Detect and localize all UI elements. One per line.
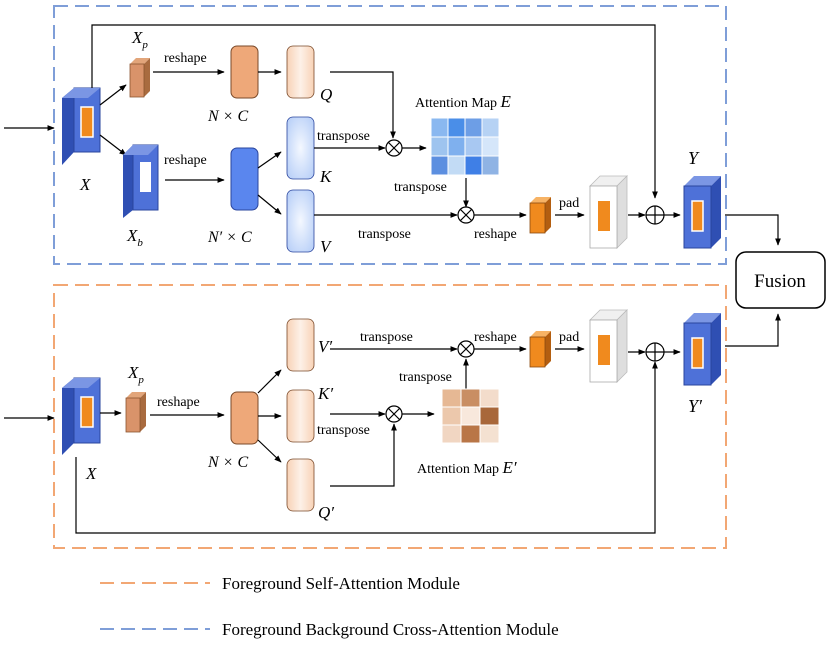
attention-cell xyxy=(441,388,462,408)
cross-attention-module-frame xyxy=(53,5,727,265)
top-matmul-1 xyxy=(385,139,403,157)
attention-cell xyxy=(447,155,466,176)
top-xb-label: Xb xyxy=(126,226,143,249)
bottom-x-label: X xyxy=(85,464,97,483)
bottom-transpose-k-label: transpose xyxy=(317,423,370,438)
attention-cell xyxy=(441,424,462,444)
top-v-block xyxy=(286,189,315,253)
attention-cell xyxy=(481,155,500,176)
top-k-block xyxy=(286,116,315,180)
bottom-matmul-2 xyxy=(385,405,403,423)
bottom-v-label: V′ xyxy=(318,337,332,356)
bottom-input-block-x xyxy=(62,377,101,455)
bottom-q-label: Q′ xyxy=(318,503,334,522)
top-matmul-2 xyxy=(457,206,475,224)
top-nc-label: N × C xyxy=(207,108,248,125)
top-reshape-label-3: reshape xyxy=(474,227,517,242)
bottom-q-block xyxy=(286,458,315,512)
bottom-add xyxy=(645,342,665,362)
attention-cell xyxy=(430,155,449,176)
legend: Foreground Self-Attention Module Foregro… xyxy=(100,574,559,639)
bottom-attention-grid xyxy=(441,388,500,444)
top-small-orange-block xyxy=(529,197,551,234)
top-attention-grid xyxy=(430,117,500,176)
bottom-k-block xyxy=(286,389,315,443)
bottom-y-label: Y′ xyxy=(688,396,703,416)
top-v-label: V xyxy=(320,237,333,256)
top-add xyxy=(645,205,665,225)
xp-block xyxy=(129,58,150,98)
bottom-nc-block xyxy=(230,391,259,445)
bottom-matmul-1 xyxy=(457,340,475,358)
attention-cell xyxy=(464,136,483,157)
legend-self-attention: Foreground Self-Attention Module xyxy=(222,574,460,593)
attention-cell xyxy=(464,117,483,138)
top-padded-block xyxy=(589,175,628,249)
attention-cell xyxy=(464,155,483,176)
bottom-reshape-label-1: reshape xyxy=(157,395,200,410)
attention-cell xyxy=(479,424,500,444)
top-y-label: Y xyxy=(688,148,700,168)
top-transpose-k-label: transpose xyxy=(317,129,370,144)
bottom-attention-map-label: Attention Map E′ xyxy=(417,458,517,477)
top-q-label: Q xyxy=(320,85,332,104)
bottom-reshape-label-2: reshape xyxy=(474,330,517,345)
attention-cell xyxy=(441,406,462,426)
fusion-label: Fusion xyxy=(754,271,806,292)
attention-cell xyxy=(479,406,500,426)
bottom-transpose-v-label: transpose xyxy=(360,330,413,345)
input-block-x xyxy=(62,87,101,165)
bottom-k-label: K′ xyxy=(317,384,333,403)
attention-cell xyxy=(481,117,500,138)
attention-cell xyxy=(481,136,500,157)
top-module: X Xp Xb reshape reshape N × C xyxy=(4,24,781,256)
bottom-padded-block xyxy=(589,309,628,383)
top-reshape-label-2: reshape xyxy=(164,153,207,168)
top-x-label: X xyxy=(79,175,91,194)
top-n-prime-c-block xyxy=(230,147,259,211)
attention-cell xyxy=(447,117,466,138)
top-attention-map-label: Attention Map E xyxy=(415,92,512,111)
top-n-prime-c-label: N′ × C xyxy=(207,229,252,246)
top-transpose-v-label: transpose xyxy=(358,227,411,242)
attention-cell xyxy=(479,388,500,408)
attention-cell xyxy=(460,424,481,444)
top-output-block-y xyxy=(683,176,721,249)
bottom-transpose-e-label: transpose xyxy=(399,370,452,385)
top-transpose-e-label: transpose xyxy=(394,180,447,195)
bottom-module: X Xp reshape N × C V′ K′ Q′ transpose xyxy=(4,309,781,534)
bottom-nc-label: N × C xyxy=(207,454,248,471)
bottom-v-block xyxy=(286,318,315,372)
attention-cell xyxy=(460,406,481,426)
top-xp-label: Xp xyxy=(131,28,148,51)
bottom-pad-label: pad xyxy=(559,330,579,345)
attention-cell xyxy=(430,117,449,138)
legend-cross-attention: Foreground Background Cross-Attention Mo… xyxy=(222,620,559,639)
bottom-output-block-y xyxy=(683,313,721,386)
attention-cell xyxy=(460,388,481,408)
xb-block xyxy=(123,144,159,218)
top-reshape-label-1: reshape xyxy=(164,51,207,66)
top-k-label: K xyxy=(319,167,333,186)
top-nc-block xyxy=(230,45,259,99)
attention-cell xyxy=(430,136,449,157)
fusion-box: Fusion xyxy=(735,251,826,309)
bottom-xp-label: Xp xyxy=(127,363,144,386)
bottom-small-orange-block xyxy=(529,331,551,368)
top-q-block xyxy=(286,45,315,99)
bottom-xp-block xyxy=(125,392,146,433)
top-pad-label: pad xyxy=(559,196,579,211)
attention-cell xyxy=(447,136,466,157)
self-attention-module-frame xyxy=(53,284,727,549)
